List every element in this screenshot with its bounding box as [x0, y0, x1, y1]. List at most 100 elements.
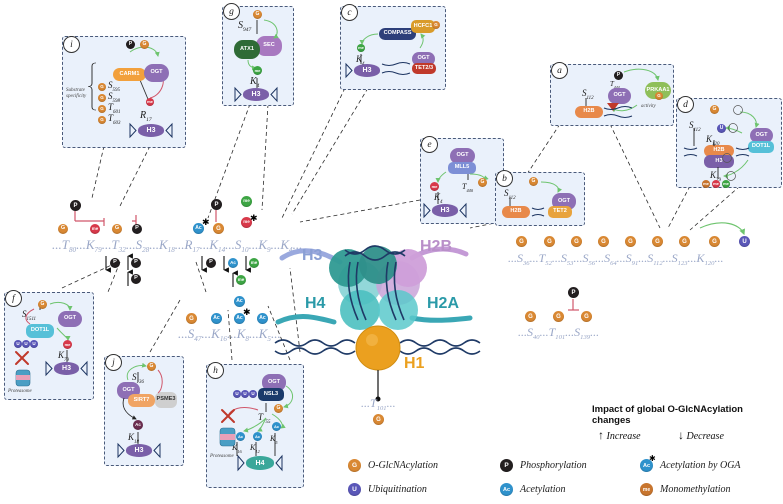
legend-label-6: Monomethylation	[660, 484, 731, 495]
seq-h2ax-r0: S40	[527, 325, 540, 341]
histone-h2b-panel-b: H2B	[502, 206, 530, 218]
seq-h3-r5: R17	[184, 237, 200, 254]
residue-d-s112: S112	[689, 120, 701, 133]
monomethylation-icon: me	[640, 483, 653, 496]
panel-h-proteasome-label: Proteasome	[210, 454, 234, 459]
sequence-h2ax: ...S40...T101...S139...	[518, 325, 600, 341]
label-h4: H4	[305, 295, 326, 312]
oga-star-icon: ✱	[649, 454, 656, 463]
panel-b-letter: b	[496, 170, 513, 187]
impact-increase-label: Increase	[606, 431, 641, 442]
acetylation-by-oga-icon: Ac	[640, 459, 653, 472]
mark-h2ax-p: P	[568, 287, 579, 298]
label-h2b: H2B	[420, 238, 453, 255]
residue-f-s1511: S1511	[22, 309, 37, 322]
mark-h2ax-s139-g: G	[581, 311, 592, 322]
panel-h-letter: h	[207, 362, 224, 379]
mark-u-f2: U	[22, 340, 30, 348]
protein-ogt-a: OGT	[608, 88, 631, 104]
legend: G O-GlcNAcylation P Phosphorylation Ac ✱…	[340, 455, 783, 503]
mark-g-h: G	[274, 404, 283, 413]
mark-h2b-t52-g: G	[544, 236, 555, 247]
seq-h3-r2: T32	[111, 237, 126, 254]
seq-h4-r3: K5	[258, 326, 271, 343]
protein-tet2: TET2	[548, 206, 572, 218]
residue-g-s947: S947	[238, 20, 252, 33]
seq-h2b-r4: S64	[604, 251, 617, 267]
residue-g-k4: K4	[250, 76, 260, 89]
impact-title: Impact of global O-GlcNAcylation changes	[592, 404, 743, 426]
legend-item-2: Ac ✱ Acetylation by OGA	[640, 455, 741, 472]
mark-h2b-s112-g: G	[679, 236, 690, 247]
seq-h2b-r5: S91	[625, 251, 639, 267]
histone-h3-panel-i: H3	[138, 124, 164, 137]
mark-h3-t32-g: G	[112, 224, 122, 234]
mark-g-i1: G	[98, 83, 106, 91]
protein-compass: COMPASS	[379, 28, 416, 40]
mark-me2-d: me	[712, 180, 720, 188]
mark-h3-below-p4: P	[206, 258, 216, 268]
protein-dot1l-f: DOT1L	[26, 324, 54, 338]
panel-g-letter: g	[223, 3, 240, 20]
mark-me2-e: me	[430, 182, 439, 191]
mark-h3-below-ac: Ac	[228, 258, 238, 268]
residue-i-s598: S598	[108, 91, 120, 104]
panel-a-activity-note: activity	[641, 104, 656, 109]
mark-me2-f: me	[63, 340, 72, 349]
residue-h-k16: K16	[232, 443, 242, 454]
mark-me3-d: me	[722, 180, 730, 188]
histone-h2b-panel-a: H2B	[575, 106, 603, 118]
panel-c-letter: c	[341, 4, 358, 21]
mark-h3-k79-me2: me	[90, 224, 100, 234]
mark-h3-t80-g: G	[58, 224, 68, 234]
seq-h2b-r2: S53	[560, 251, 574, 267]
mark-h3-k9-me3: me	[241, 196, 252, 207]
impact-decrease-label: Decrease	[686, 431, 724, 442]
mark-h3-below-me3b: me	[236, 275, 246, 285]
legend-item-5: Ac Acetylation	[500, 483, 566, 496]
seq-h3-r6: K14	[209, 237, 226, 254]
mark-h3-p-top2: P	[211, 199, 222, 210]
seq-h2b-r0: S36	[517, 251, 530, 267]
mark-p-a: P	[614, 71, 623, 80]
oga-star-h3-k4: ✱	[250, 213, 258, 223]
mark-u-h3: U	[249, 390, 257, 398]
label-h1: H1	[404, 355, 425, 372]
oga-star-h4-k8: ✱	[243, 307, 251, 317]
mark-h1-t101-g: G	[373, 414, 384, 425]
legend-label-4: Ubiquitination	[368, 484, 427, 495]
residue-h1-t101: ...T101...	[361, 396, 396, 412]
mark-g-i2: G	[98, 94, 106, 102]
mark-h4-s47-g: G	[186, 313, 197, 324]
mark-g-f: G	[38, 300, 47, 309]
sequence-h2b: ...S36...T52...S53...S56...S64...S91...S…	[508, 251, 724, 267]
seq-h4-r1: K16	[211, 326, 227, 343]
protein-mll5: MLL5	[448, 162, 476, 174]
panel-d-letter: d	[677, 96, 694, 113]
mark-h3-below-p2: P	[131, 258, 141, 268]
panel-e-letter: e	[421, 136, 438, 153]
impact-decrease: ↓ Decrease	[678, 428, 724, 443]
seq-h3-r7: S10	[234, 237, 249, 254]
mark-h4-k16-ac: Ac	[211, 313, 222, 324]
mark-h2b-s123-g: G	[709, 236, 720, 247]
panel-i-letter: i	[63, 36, 80, 53]
protein-ogt-d: OGT	[750, 128, 773, 143]
mark-oglcnac-i: G	[140, 40, 149, 49]
protein-tet23: TET2/3	[412, 63, 436, 74]
sequence-h3-tail: ...T80...K79...T32...S28...K18...R17...K…	[52, 237, 303, 254]
seq-h3-r4: K18	[158, 237, 175, 254]
residue-f-k79: K79	[58, 350, 69, 363]
seq-h2b-r1: T52	[538, 251, 552, 267]
mark-h4-k8-ac: Ac	[234, 313, 245, 324]
residue-d-k79: K79	[710, 170, 721, 183]
seq-h3-r9: K4	[280, 237, 293, 254]
seq-h2b-r3: S56	[582, 251, 596, 267]
mark-g-c1: G	[432, 21, 440, 29]
protein-ogt-b: OGT	[552, 193, 576, 210]
residue-e-t440: T440	[462, 182, 474, 193]
residue-b-s112: S112	[504, 188, 516, 201]
mark-g-d: G	[710, 105, 719, 114]
panel-f-letter: f	[5, 290, 22, 307]
histone-h3-panel-c: H3	[354, 64, 380, 77]
